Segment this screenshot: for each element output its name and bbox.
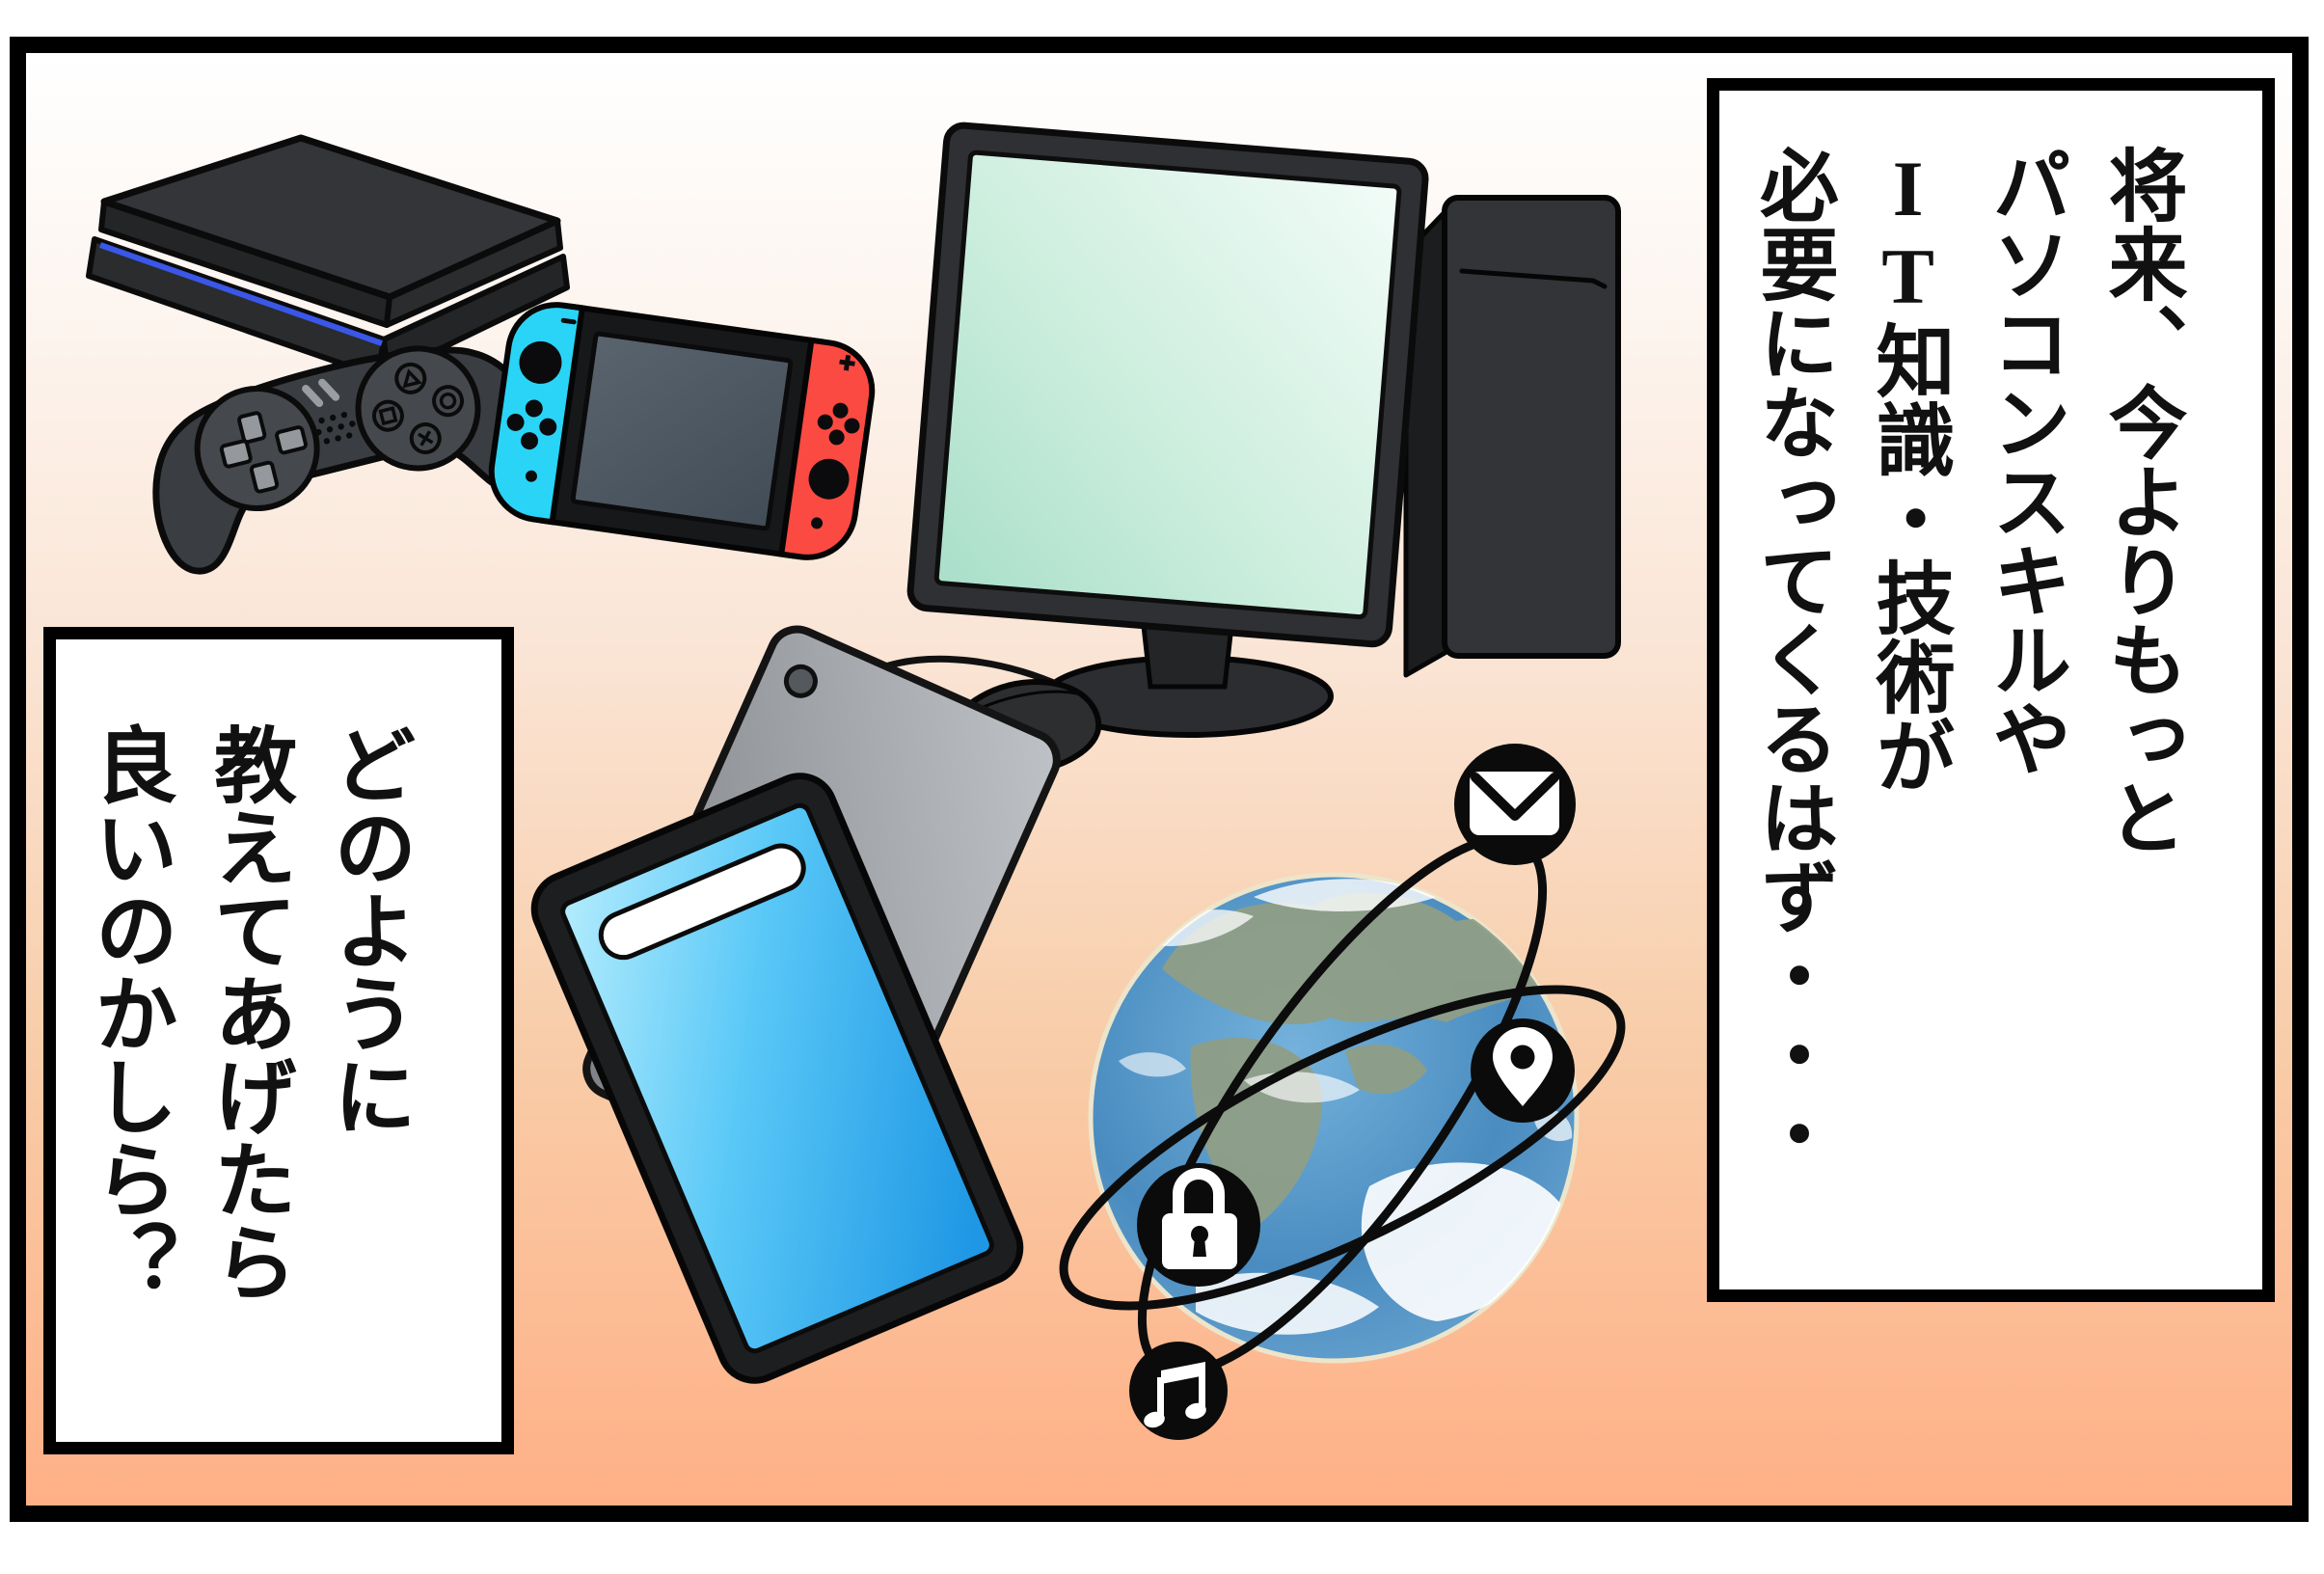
speech-box-right: 将来、今よりもっと パソコンスキルや IT知識・技術が 必要になってくるはず・・…: [1707, 78, 2275, 1302]
face-buttons: [371, 362, 465, 454]
right-joycon: [777, 337, 876, 560]
speech-line: 教えてあげたら: [201, 722, 294, 1303]
speaker-dots: [315, 411, 356, 445]
speech-text-left: どのように 教えてあげたら 良いのかしら？: [56, 639, 458, 1442]
handheld-game-system: [488, 302, 876, 560]
desktop-monitor: [841, 122, 1429, 760]
disc-slot: [1459, 268, 1608, 289]
speech-box-left: どのように 教えてあげたら 良いのかしら？: [43, 627, 514, 1454]
dpad: [219, 411, 308, 494]
game-console: [86, 134, 570, 379]
speech-line: どのように: [320, 722, 414, 1137]
music-note-icon: [1129, 1342, 1228, 1440]
phone-status-pill: [598, 843, 806, 961]
envelope-icon: [1454, 744, 1576, 865]
handheld-screen: [570, 331, 794, 531]
monitor-screen: [933, 149, 1402, 620]
pc-tower: [1403, 195, 1621, 678]
speech-line: IT知識・技術が: [1864, 145, 1953, 795]
speech-text-right: 将来、今よりもっと パソコンスキルや IT知識・技術が 必要になってくるはず・・…: [1719, 91, 2234, 1289]
game-controller: [152, 345, 547, 575]
smartphone: [530, 773, 1024, 1384]
location-pin-icon: [1471, 1018, 1575, 1123]
speech-line: 必要になってくるはず・・・: [1747, 145, 1836, 1173]
speech-line: 良いのかしら？: [81, 722, 175, 1303]
speech-line: パソコンスキルや: [1980, 145, 2068, 777]
padlock-icon: [1137, 1163, 1260, 1287]
speech-line: 将来、今よりもっと: [2096, 145, 2185, 856]
console-blue-stripe: [99, 242, 383, 346]
tablet-camera: [783, 664, 818, 698]
